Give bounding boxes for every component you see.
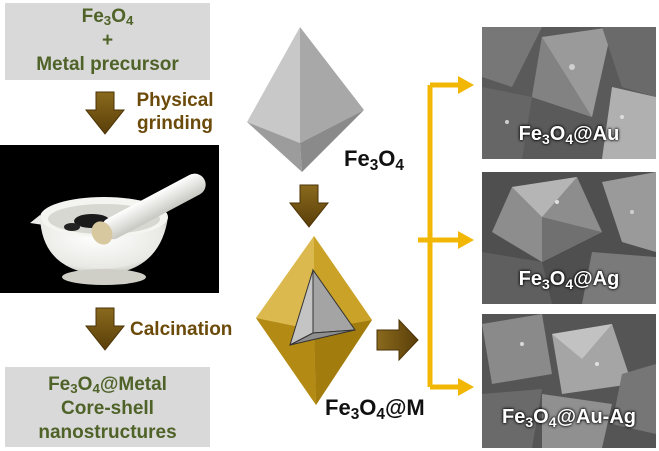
grinding-line2: grinding [137,112,213,134]
fe3o4-m-label: Fe3O4@M [325,395,425,423]
metal-precursor-text: Metal precursor [36,53,179,75]
mortar-pestle-photo [0,145,219,293]
fe3o4-octahedron [247,27,364,172]
output-box: Fe3O4@Metal Core-shell nanostructures [5,367,210,447]
calcination-label: Calcination [130,319,233,340]
plus-text: + [101,29,114,51]
grinding-line1: Physical [136,90,214,111]
nanostructures-text: nanostructures [38,421,177,443]
physical-grinding-label: Physical grinding [130,90,220,136]
sem-image-au: Fe3O4@Au [482,27,656,159]
sem-image-ag: Fe3O4@Ag [482,172,656,304]
label-fe3o4-ag: Fe3O4@Ag [518,268,620,292]
down-arrow-calcination [84,307,126,351]
down-arrow-octahedron [288,184,330,228]
sem-image-au-ag: Fe3O4@Au-Ag [482,314,656,448]
input-box: Fe3O4 + Metal precursor [5,3,210,80]
fe3o4-text: Fe3O4 [81,6,134,29]
core-shell-text: Core-shell [61,397,154,419]
core-shell-octahedron [256,236,372,405]
label-fe3o4-au-ag: Fe3O4@Au-Ag [502,406,636,430]
branch-connector [418,82,460,390]
right-arrow-coreshell [376,318,419,362]
fe3o4-label: Fe3O4 [344,146,404,174]
fe3o4-metal-text: Fe3O4@Metal [48,374,167,397]
label-fe3o4-au: Fe3O4@Au [518,123,620,147]
branch-arrowheads [458,76,474,396]
down-arrow-grinding [84,91,126,135]
